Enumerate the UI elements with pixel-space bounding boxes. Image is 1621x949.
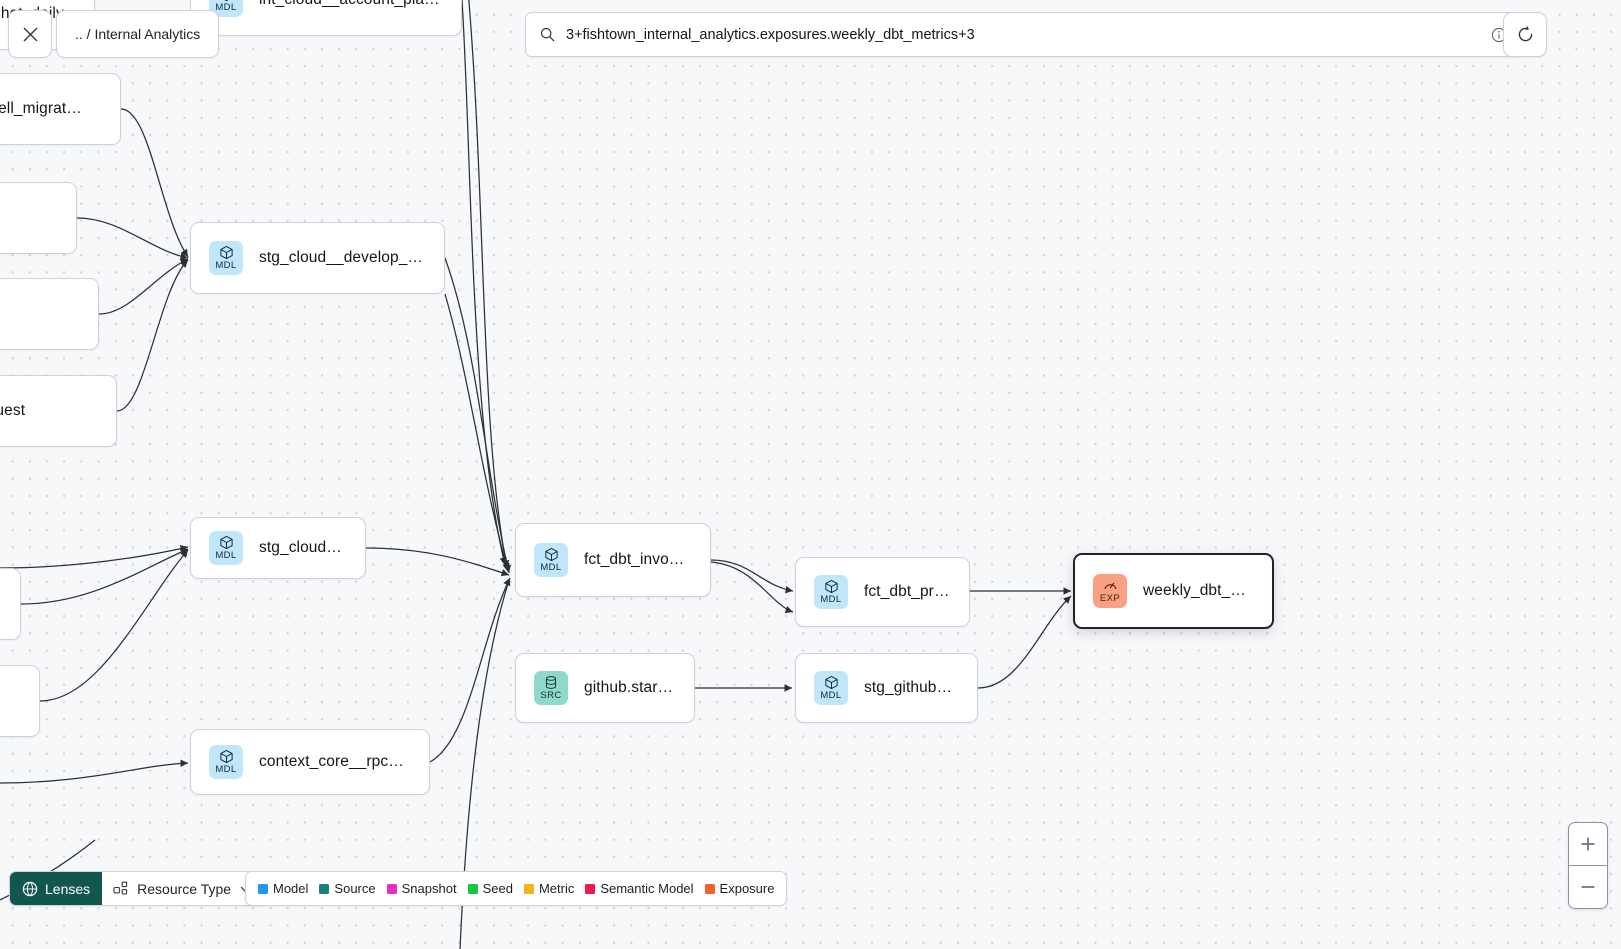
node-label: stg_cloud__develop_requests bbox=[259, 249, 426, 266]
legend-item: Source bbox=[319, 881, 376, 896]
graph-node[interactable]: MDL int_cloud__account_plan_history bbox=[190, 0, 462, 36]
node-label: weekly_dbt_metrics bbox=[1143, 582, 1254, 599]
cube-icon bbox=[223, 0, 229, 2]
node-label: int_cloud__account_plan_history bbox=[259, 0, 443, 9]
lens-icon bbox=[22, 881, 38, 896]
legend-label: Source bbox=[334, 881, 376, 896]
node-type-badge: MDL bbox=[209, 745, 243, 779]
node-label: context_core__rpc_request bbox=[259, 753, 411, 770]
graph-node[interactable]: MDL stg_cloud__develop_requests bbox=[190, 222, 445, 294]
graph-node[interactable]: MDLop_request bbox=[0, 182, 77, 254]
node-type-badge: MDL bbox=[209, 0, 243, 17]
legend-swatch bbox=[585, 883, 596, 894]
graph-node[interactable]: MDL stg_cloud__runs bbox=[190, 517, 366, 579]
lenses-button[interactable]: Lenses bbox=[10, 872, 103, 905]
cube-icon bbox=[219, 750, 233, 764]
resource-type-dropdown[interactable]: Resource Type bbox=[102, 872, 262, 905]
legend-swatch bbox=[467, 883, 478, 894]
lenses-label: Lenses bbox=[45, 880, 91, 897]
legend-item: Model bbox=[258, 881, 308, 896]
graph-node[interactable]: MDL context_core__rpc_request bbox=[190, 729, 430, 795]
cube-icon bbox=[544, 548, 558, 562]
node-type-label: MDL bbox=[820, 594, 842, 606]
graph-node[interactable]: MDL fct_dbt_projects bbox=[795, 557, 970, 627]
node-type-badge: SRC bbox=[534, 671, 568, 705]
graph-node[interactable]: EXP weekly_dbt_metrics bbox=[1073, 553, 1274, 629]
node-type-badge: MDL bbox=[814, 671, 848, 705]
resource-type-icon bbox=[113, 881, 128, 895]
node-type-label: MDL bbox=[215, 764, 237, 776]
search-icon bbox=[540, 27, 555, 42]
node-label: stg_github__stars bbox=[864, 679, 959, 696]
node-type-label: MDL bbox=[215, 2, 237, 14]
zoom-in-button[interactable] bbox=[1569, 823, 1607, 865]
zoom-controls bbox=[1568, 822, 1608, 909]
legend-label: Seed bbox=[482, 881, 513, 896]
node-label: develop_request bbox=[0, 402, 26, 419]
graph-node[interactable]: MDL fct_dbt_invocations bbox=[515, 523, 711, 597]
graph-node[interactable]: MDLdevelop_request bbox=[0, 375, 117, 447]
legend-swatch bbox=[523, 883, 534, 894]
refresh-button[interactable] bbox=[1503, 12, 1547, 57]
cube-icon bbox=[824, 676, 838, 690]
node-type-label: MDL bbox=[215, 550, 237, 562]
cube-icon bbox=[219, 536, 233, 550]
node-label: fct_dbt_invocations bbox=[584, 551, 692, 568]
legend-item: Seed bbox=[467, 881, 513, 896]
legend-item: Snapshot bbox=[386, 881, 457, 896]
node-label: fct_dbt_projects bbox=[864, 583, 951, 600]
close-button[interactable] bbox=[8, 10, 52, 58]
legend-label: Semantic Model bbox=[600, 881, 694, 896]
node-type-badge: EXP bbox=[1093, 574, 1127, 608]
breadcrumb[interactable]: .. / Internal Analytics bbox=[56, 10, 220, 58]
node-type-label: SRC bbox=[540, 690, 562, 702]
search-input[interactable]: 3+fishtown_internal_analytics.exposures.… bbox=[566, 26, 975, 43]
graph-node[interactable]: MDLvelop_request bbox=[0, 278, 99, 350]
legend-item: Exposure bbox=[704, 881, 775, 896]
cube-icon bbox=[824, 580, 838, 594]
node-type-label: MDL bbox=[215, 260, 237, 272]
database-icon bbox=[545, 676, 557, 690]
node-type-badge: MDL bbox=[534, 543, 568, 577]
resource-type-legend: Model Source Snapshot Seed Metric Semantic Mo… bbox=[245, 871, 788, 906]
legend-item: Semantic Model bbox=[585, 881, 694, 896]
resource-type-label: Resource Type bbox=[137, 880, 232, 897]
graph-node[interactable]: SRC github.stargazers bbox=[515, 653, 695, 723]
lineage-search-bar[interactable]: 3+fishtown_internal_analytics.exposures.… bbox=[525, 12, 1522, 57]
node-type-badge: MDL bbox=[814, 575, 848, 609]
node-label: stg_cloud__runs bbox=[259, 539, 347, 556]
refresh-icon bbox=[1518, 26, 1532, 42]
graph-node[interactable]: MDL.run bbox=[0, 665, 40, 737]
legend-label: Exposure bbox=[719, 881, 775, 896]
close-icon bbox=[23, 27, 37, 41]
node-type-label: MDL bbox=[540, 562, 562, 574]
legend-label: Snapshot bbox=[401, 881, 457, 896]
legend-swatch bbox=[386, 883, 397, 894]
legend-swatch bbox=[258, 883, 268, 894]
node-type-badge: MDL bbox=[209, 241, 243, 275]
legend-swatch bbox=[704, 883, 715, 894]
lenses-toolbar: Lenses Resource Type bbox=[9, 871, 264, 906]
node-type-label: EXP bbox=[1099, 593, 1121, 605]
gauge-icon bbox=[1104, 582, 1116, 590]
legend-item: Metric bbox=[523, 881, 575, 896]
plus-icon bbox=[1581, 837, 1595, 851]
minus-icon bbox=[1581, 886, 1595, 888]
node-type-badge: MDL bbox=[209, 531, 243, 565]
node-label: github.stargazers bbox=[584, 679, 676, 696]
legend-label: Model bbox=[273, 881, 309, 896]
legend-swatch bbox=[319, 883, 330, 894]
legend-label: Metric bbox=[538, 881, 575, 896]
graph-node[interactable]: MDLmulticell_migrat… bbox=[0, 73, 121, 145]
node-type-label: MDL bbox=[820, 690, 842, 702]
graph-node[interactable]: MDL stg_github__stars bbox=[795, 653, 978, 723]
zoom-out-button[interactable] bbox=[1569, 865, 1607, 908]
graph-node[interactable]: MDLn bbox=[0, 568, 21, 640]
breadcrumb-label: .. / Internal Analytics bbox=[75, 26, 201, 42]
node-label: multicell_migrat… bbox=[0, 100, 82, 117]
cube-icon bbox=[219, 246, 233, 260]
